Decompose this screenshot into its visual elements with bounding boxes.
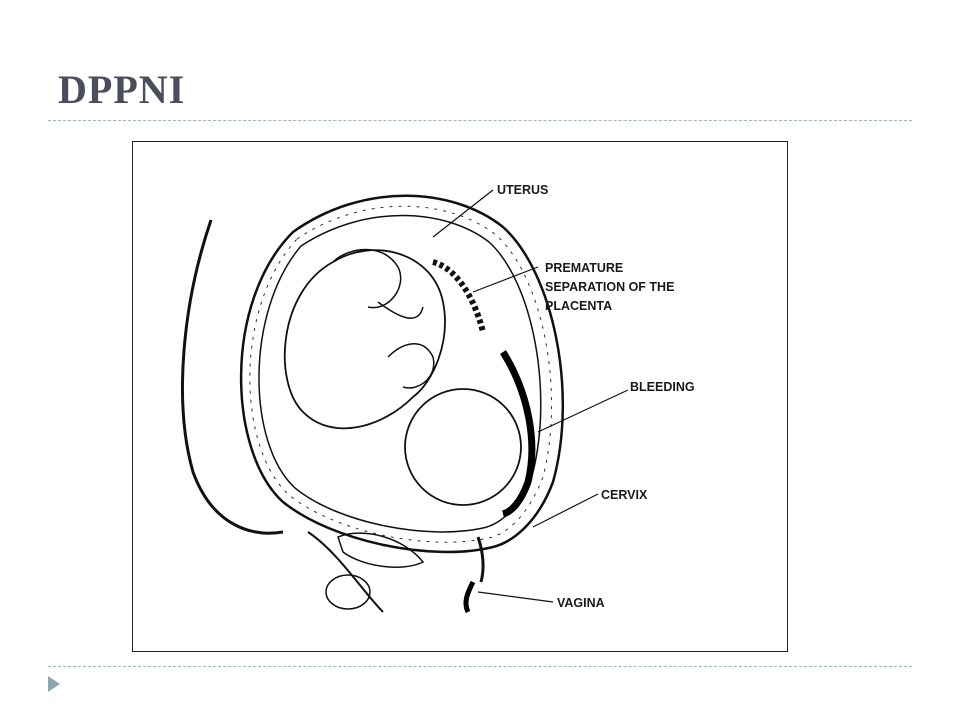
- placenta: [432, 259, 486, 333]
- bleeding-area: [500, 350, 536, 518]
- label-placenta-line1: PREMATURE: [545, 261, 623, 275]
- slide-title: DPPNI: [58, 67, 186, 112]
- label-cervix: CERVIX: [601, 488, 648, 502]
- vagina: [463, 580, 476, 614]
- abdomen-outline: [181, 219, 284, 535]
- bullet-arrow-icon: [48, 676, 60, 692]
- label-placenta-line3: PLACENTA: [545, 299, 612, 313]
- label-uterus: UTERUS: [497, 183, 548, 197]
- diagram-figure: UTERUS PREMATURE SEPARATION OF THE PLACE…: [132, 141, 788, 652]
- uterus-wall: [239, 194, 564, 554]
- perineum-outline: [307, 531, 384, 613]
- fetus-body: [283, 249, 446, 430]
- uterus-inner-wall: [258, 214, 542, 533]
- footer-divider: [48, 666, 912, 667]
- cervix: [476, 536, 485, 583]
- bladder: [337, 532, 425, 568]
- placental-abruption-illustration: UTERUS PREMATURE SEPARATION OF THE PLACE…: [181, 183, 695, 614]
- pubic-bone: [325, 574, 371, 610]
- label-bleeding: BLEEDING: [630, 380, 695, 394]
- fetus-head: [404, 388, 522, 506]
- label-vagina: VAGINA: [557, 596, 605, 610]
- title-divider: [48, 120, 912, 121]
- label-placenta-line2: SEPARATION OF THE: [545, 280, 674, 294]
- fetus-legs: [332, 248, 424, 319]
- fetus-arms: [387, 343, 435, 389]
